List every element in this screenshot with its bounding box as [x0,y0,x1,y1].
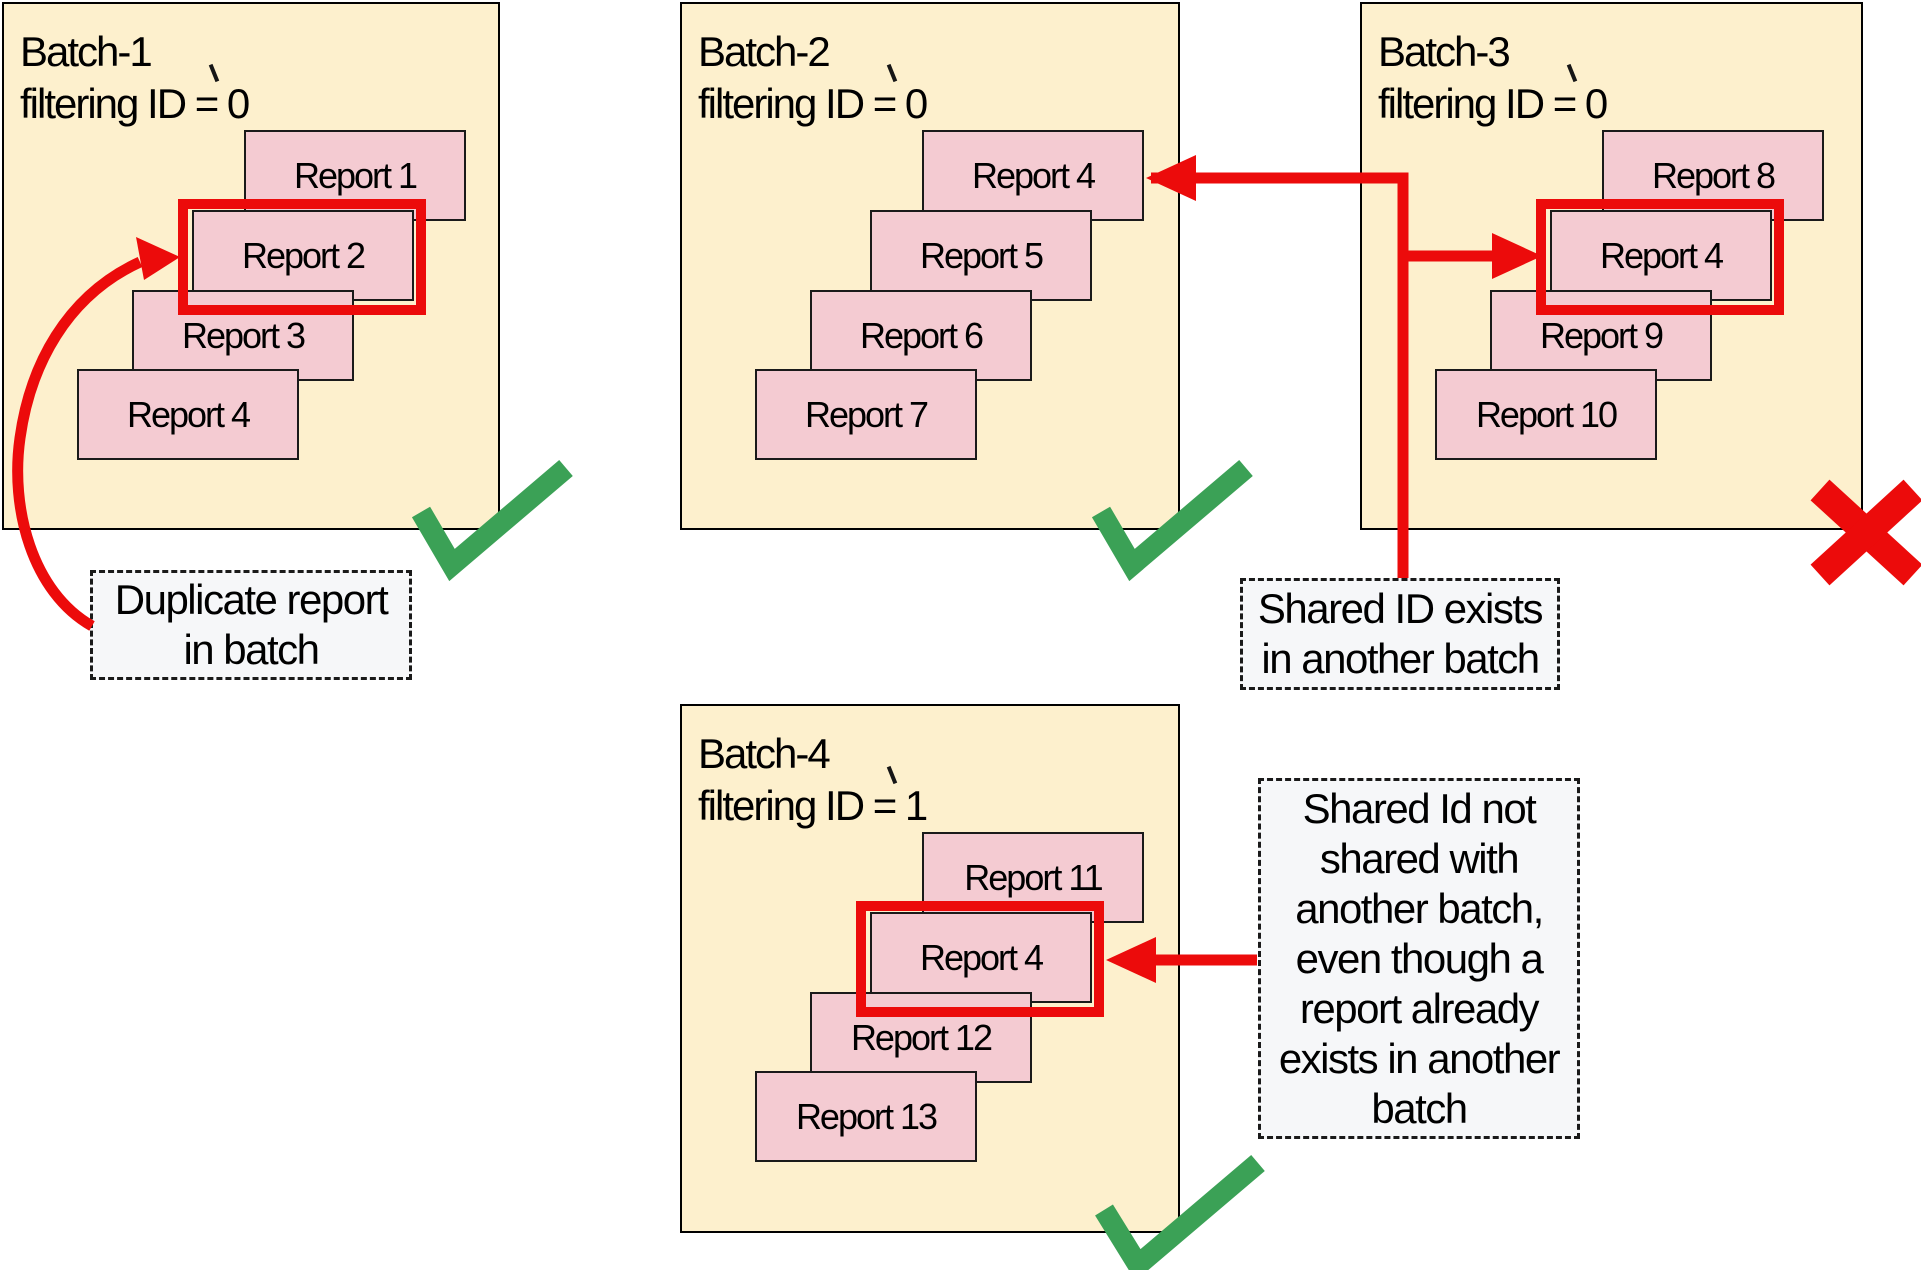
note-line: in another batch [1261,635,1540,682]
not-shared-id-note: Shared Id not shared with another batch,… [1258,778,1580,1139]
not-shared-id-highlight-box [856,901,1104,1017]
note-line: Duplicate report [114,576,389,623]
report-card: Report 6 [810,290,1032,381]
report-card: Report 13 [755,1071,977,1162]
batch-2-filter-label: filtering ID = 0 [698,80,928,127]
batch-1-container: Batch-1 filtering ID = 0 Report 1 Report… [2,2,500,530]
note-line: even though a [1295,934,1544,982]
report-card: Report 7 [755,369,977,460]
shared-id-highlight-box [1536,199,1784,315]
batch-4-title: Batch-4 filtering ID = 1 [698,728,928,832]
batch-4-filter-label: filtering ID = 1 [698,782,928,829]
batch-3-container: Batch-3 filtering ID = 0 Report 8 Report… [1360,2,1863,530]
batch-2-container: Batch-2 filtering ID = 0 Report 4 Report… [680,2,1180,530]
note-line: batch [1371,1084,1468,1132]
note-line: shared with [1319,834,1520,882]
report-card: Report 4 [1550,210,1772,301]
batch-1-filter-label: filtering ID = 0 [20,80,250,127]
batch-4-name: Batch-4 [698,730,831,777]
batch-2-title: Batch-2 filtering ID = 0 [698,26,928,130]
note-line: in batch [183,626,320,673]
batch-4-container: Batch-4 filtering ID = 1 Report 11 Repor… [680,704,1180,1233]
batch-3-filter-label: filtering ID = 0 [1378,80,1608,127]
note-line: Shared Id not [1302,784,1537,832]
batch-1-title: Batch-1 filtering ID = 0 [20,26,250,130]
note-line: Shared ID exists [1257,585,1544,632]
batch-3-title: Batch-3 filtering ID = 0 [1378,26,1608,130]
report-card: Report 4 [922,130,1144,221]
report-card: Report 10 [1435,369,1657,460]
report-card: Report 5 [870,210,1092,301]
note-line: exists in another [1278,1034,1561,1082]
duplicate-report-highlight-box [178,199,426,315]
note-line: another batch, [1295,884,1544,932]
report-card: Report 4 [77,369,299,460]
batch-2-name: Batch-2 [698,28,831,75]
report-card: Report 2 [192,210,414,301]
batch-3-name: Batch-3 [1378,28,1511,75]
duplicate-report-note: Duplicate report in batch [90,570,412,680]
shared-id-note: Shared ID exists in another batch [1240,578,1560,690]
batch-1-name: Batch-1 [20,28,153,75]
note-line: report already [1299,984,1540,1032]
